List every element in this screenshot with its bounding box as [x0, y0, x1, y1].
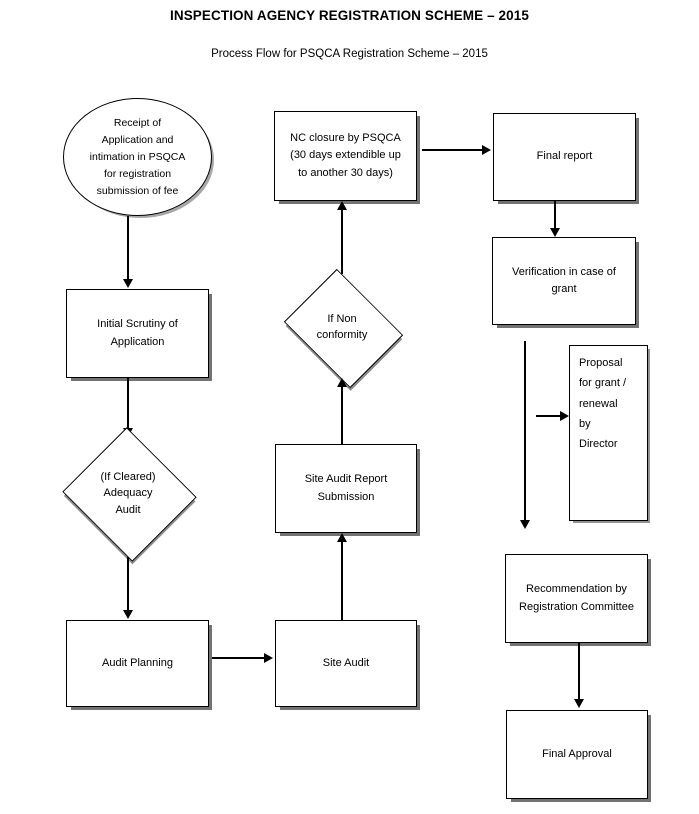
node-non-conformity: If Non conformity — [276, 268, 408, 388]
node-verification-in-case-of-grant: Verification in case of grant — [492, 237, 636, 325]
node-adequacy-audit-label: (If Cleared) Adequacy Audit — [100, 470, 156, 516]
edge-receipt-to-initial-scrutiny — [127, 216, 129, 280]
node-verification-label: Verification in case of grant — [512, 265, 616, 295]
edge-initial-scrutiny-to-adequacy-audit — [127, 378, 129, 432]
arrowhead-adequacy-audit-to-audit-planning — [123, 610, 133, 619]
arrowhead-final-report-to-verification — [550, 228, 560, 237]
node-recommendation-label: Recommendation by Registration Committee — [519, 583, 634, 613]
node-nc-closure-label: NC closure by PSQCA (30 days extendible … — [290, 132, 401, 179]
edge-adequacy-audit-to-audit-planning — [127, 557, 129, 614]
node-initial-scrutiny: Initial Scrutiny of Application — [66, 289, 209, 378]
node-adequacy-audit: (If Cleared) Adequacy Audit — [59, 427, 197, 562]
edge-recommendation-to-final-approval — [578, 643, 580, 702]
edge-audit-planning-to-site-audit — [212, 657, 266, 659]
node-final-approval: Final Approval — [506, 710, 648, 799]
edge-site-audit-report-to-non-conformity — [341, 385, 343, 444]
edge-nc-closure-to-final-report — [422, 149, 484, 151]
page-title: INSPECTION AGENCY REGISTRATION SCHEME – … — [170, 8, 529, 23]
node-initial-scrutiny-label: Initial Scrutiny of Application — [97, 318, 178, 348]
arrowhead-audit-planning-to-site-audit — [264, 653, 273, 663]
node-proposal-for-grant: Proposal for grant / renewal by Director — [569, 345, 648, 521]
node-final-report-label: Final report — [536, 150, 593, 163]
edge-site-audit-to-site-audit-report — [341, 540, 343, 620]
arrowhead-nc-closure-to-final-report — [482, 145, 491, 155]
node-recommendation-by-registration-committee: Recommendation by Registration Committee — [505, 554, 648, 643]
node-site-audit: Site Audit — [275, 620, 417, 707]
arrowhead-non-conformity-to-nc-closure — [337, 201, 347, 210]
edge-non-conformity-to-nc-closure — [341, 208, 343, 274]
node-site-audit-report: Site Audit Report Submission — [275, 444, 417, 533]
page-subtitle: Process Flow for PSQCA Registration Sche… — [211, 48, 488, 60]
node-site-audit-label: Site Audit — [322, 656, 370, 669]
arrowhead-site-audit-to-site-audit-report — [337, 533, 347, 542]
arrowhead-recommendation-to-final-approval — [574, 699, 584, 708]
arrowhead-verification-to-recommendation — [520, 520, 530, 529]
node-receipt-label: Receipt of Application and intimation in… — [89, 116, 186, 197]
node-audit-planning: Audit Planning — [66, 620, 209, 707]
arrowhead-verification-to-proposal — [560, 411, 569, 421]
node-non-conformity-label: If Non conformity — [316, 312, 368, 342]
edge-final-report-to-verification — [554, 201, 556, 231]
arrowhead-site-audit-report-to-non-conformity — [337, 378, 347, 387]
node-nc-closure: NC closure by PSQCA (30 days extendible … — [274, 111, 417, 201]
node-receipt-of-application: Receipt of Application and intimation in… — [63, 98, 212, 216]
node-site-audit-report-label: Site Audit Report Submission — [304, 473, 388, 503]
edge-verification-to-recommendation — [524, 341, 526, 523]
node-final-approval-label: Final Approval — [542, 747, 612, 760]
node-proposal-label: Proposal for grant / renewal by Director — [579, 357, 627, 451]
arrowhead-receipt-to-initial-scrutiny — [123, 279, 133, 288]
edge-verification-to-proposal — [536, 415, 562, 417]
node-final-report: Final report — [493, 113, 636, 201]
node-audit-planning-label: Audit Planning — [102, 656, 173, 669]
